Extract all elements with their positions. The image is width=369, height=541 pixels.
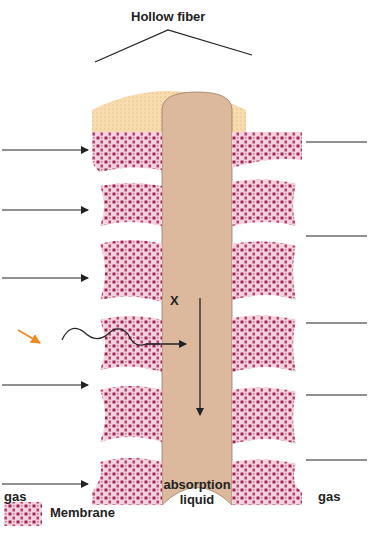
- pointer-arrow: [18, 330, 40, 343]
- gas-outflow-lines: [306, 142, 367, 460]
- bracket: [95, 30, 252, 62]
- legend-swatch: [4, 502, 42, 526]
- title: Hollow fiber: [131, 10, 205, 25]
- liquid-label: absorption liquid: [157, 478, 237, 508]
- substance-label: X: [168, 294, 181, 309]
- membrane-wall-right: [232, 132, 302, 505]
- liquid-channel: [162, 92, 232, 505]
- gas-label: gas: [318, 490, 340, 505]
- diffusion-arrow: [146, 343, 186, 344]
- membrane-wall-left: [92, 132, 162, 505]
- diffusion-path: [62, 328, 160, 345]
- gas-flow-arrows: [2, 150, 88, 484]
- liquid-flow-arrow: [199, 298, 200, 415]
- gas-label: gas: [4, 490, 26, 505]
- legend-text: Membrane: [50, 506, 115, 521]
